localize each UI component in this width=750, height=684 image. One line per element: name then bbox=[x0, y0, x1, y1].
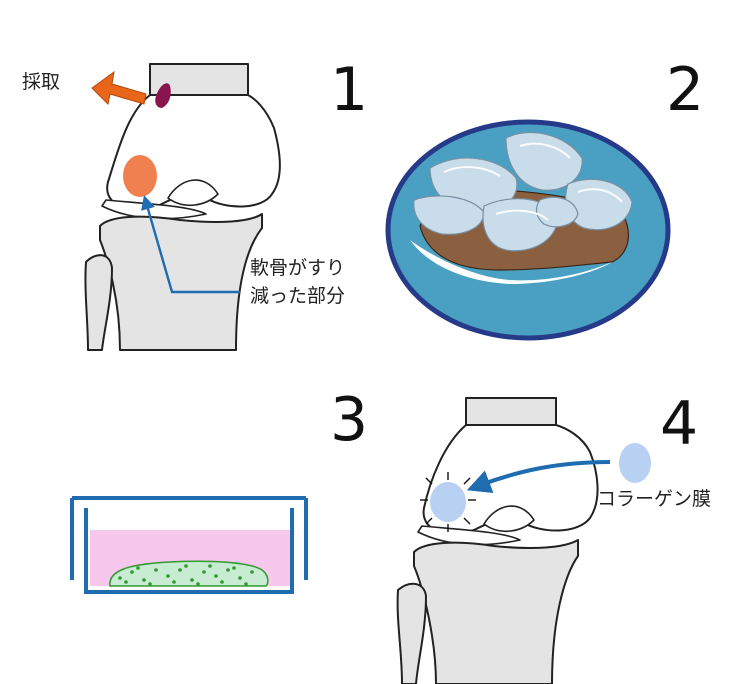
cell-dot bbox=[136, 566, 140, 570]
step-number-1: 1 bbox=[330, 55, 368, 125]
membrane-arrow bbox=[466, 460, 611, 493]
cell-dot bbox=[190, 578, 194, 582]
harvest-label: 採取 bbox=[22, 71, 60, 93]
culture-dish-icon bbox=[70, 496, 308, 594]
cell-dot bbox=[142, 578, 146, 582]
cell-dot bbox=[118, 576, 122, 580]
cell-dot bbox=[130, 570, 134, 574]
cell-dot bbox=[208, 564, 212, 568]
cell-dot bbox=[178, 568, 182, 572]
panel-4: 4 コラーゲン膜 bbox=[396, 389, 711, 684]
damage-label-line2: 減った部分 bbox=[250, 285, 345, 307]
cell-dot bbox=[196, 582, 200, 586]
cell-dot bbox=[184, 564, 188, 568]
implanted-membrane bbox=[420, 472, 476, 532]
collagen-membrane-icon bbox=[619, 443, 651, 483]
cell-dot bbox=[172, 580, 176, 584]
cell-dot bbox=[220, 580, 224, 584]
damage-label-line1: 軟骨がすり bbox=[250, 257, 345, 279]
cell-dot bbox=[124, 580, 128, 584]
cell-dot bbox=[238, 576, 242, 580]
harvest-arrow bbox=[91, 70, 147, 106]
cell-dot bbox=[244, 582, 248, 586]
cell-dot bbox=[232, 566, 236, 570]
cell-dot bbox=[202, 570, 206, 574]
step-number-3: 3 bbox=[330, 385, 368, 455]
cell-dot bbox=[214, 574, 218, 578]
knee-joint-icon bbox=[84, 63, 281, 351]
knee-joint-icon bbox=[396, 397, 599, 684]
panel-3: 3 bbox=[70, 385, 368, 594]
petri-dish-icon bbox=[385, 119, 671, 341]
cell-dot bbox=[148, 582, 152, 586]
panel-2: 2 bbox=[385, 55, 704, 341]
step-number-2: 2 bbox=[666, 55, 704, 125]
cell-dot bbox=[226, 568, 230, 572]
membrane-label: コラーゲン膜 bbox=[597, 488, 711, 510]
cell-dot bbox=[250, 570, 254, 574]
damaged-cartilage-area bbox=[123, 155, 157, 197]
panel-1: 1 採取 軟骨がすり 減った部分 bbox=[22, 55, 368, 351]
harvest-site bbox=[155, 83, 171, 108]
cell-dot bbox=[154, 568, 158, 572]
step-number-4: 4 bbox=[660, 389, 698, 459]
damage-pointer-arrow bbox=[141, 195, 240, 294]
cell-dot bbox=[166, 574, 170, 578]
